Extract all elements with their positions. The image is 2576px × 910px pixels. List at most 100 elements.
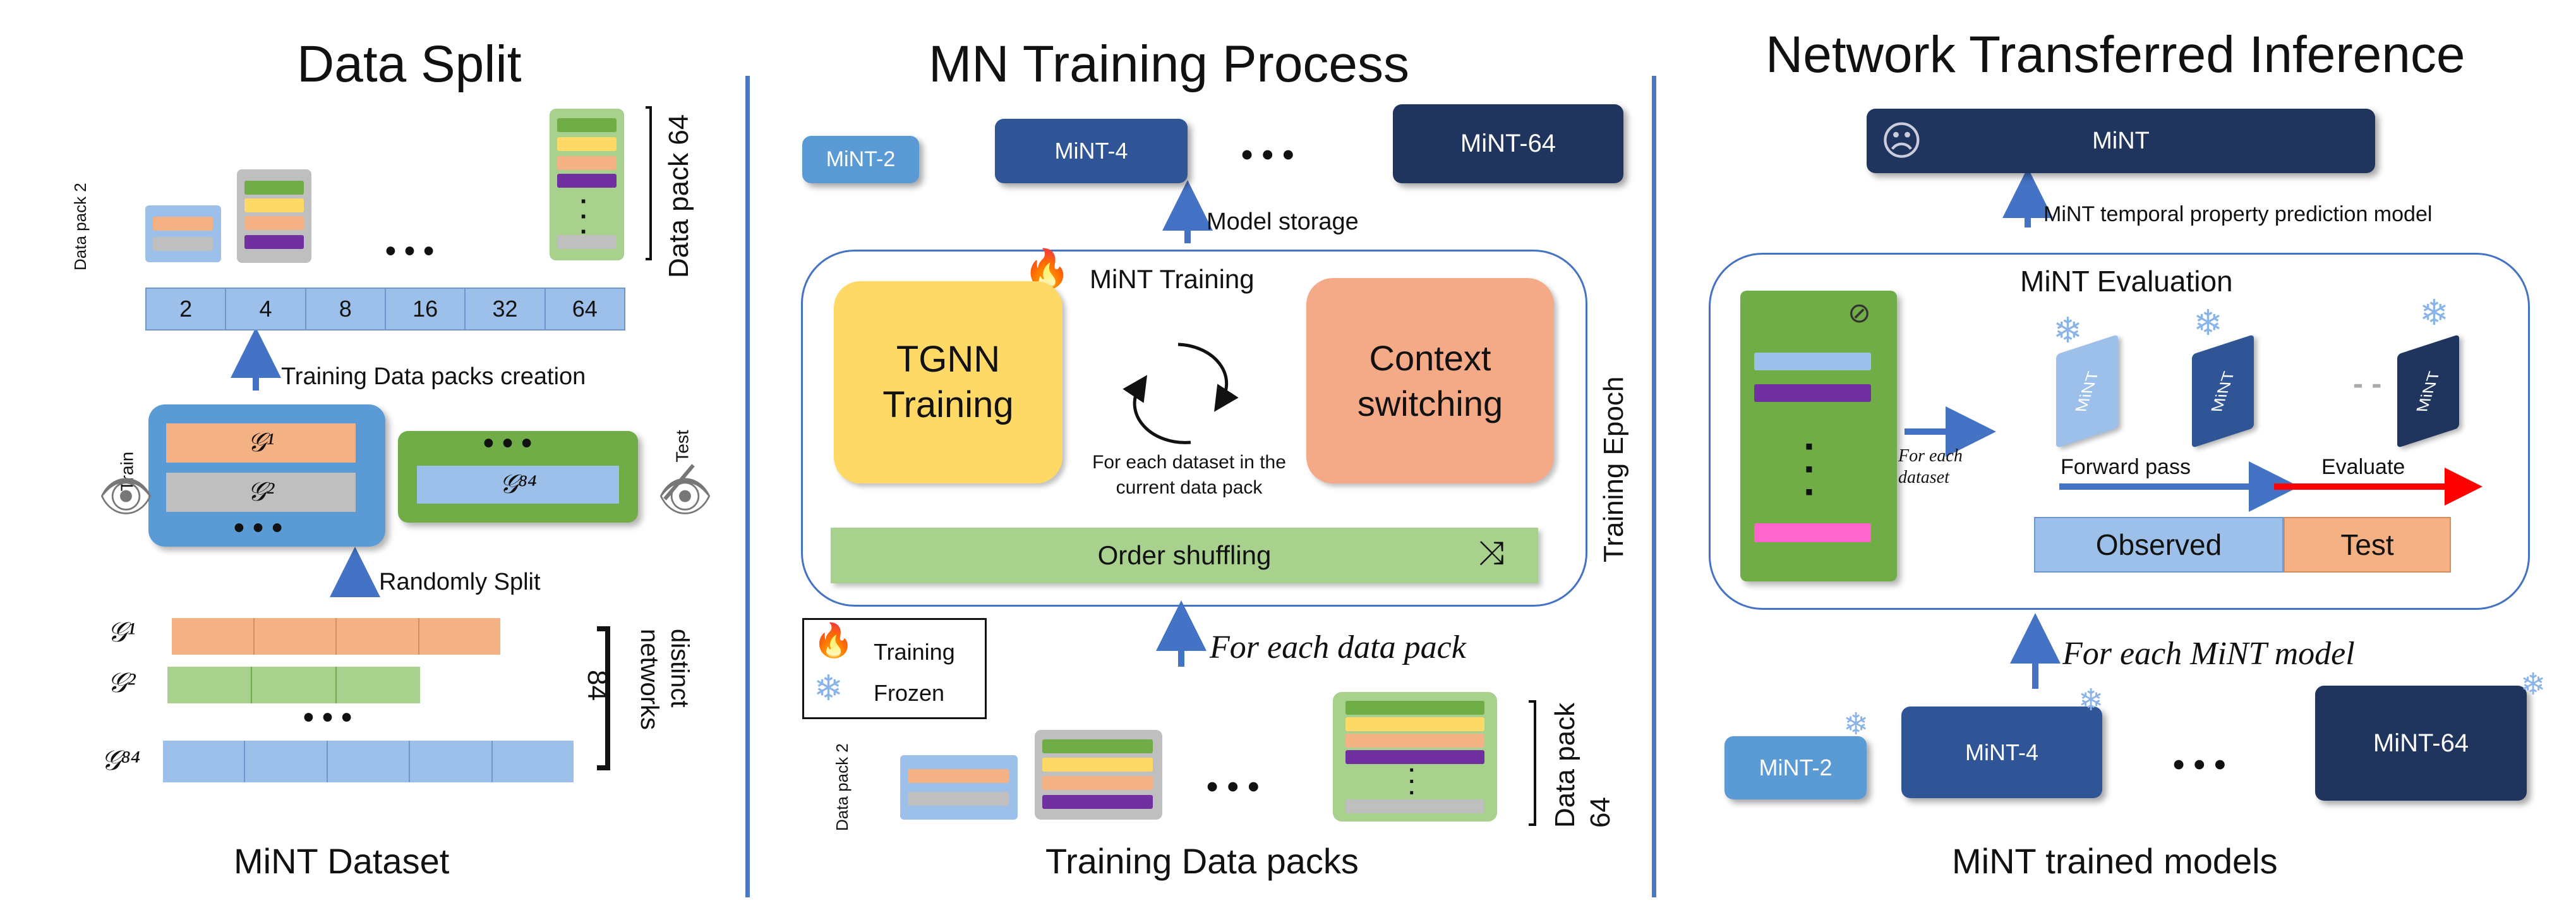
for-each-dataset-label: For each dataset (1898, 446, 1963, 487)
strip-gray (908, 792, 1009, 806)
legend-box: 🔥 Training ❄ Frozen (802, 618, 987, 719)
ellipsis: • • • (385, 234, 435, 268)
strip-yellow (244, 198, 304, 212)
arrow-split-label: Randomly Split (379, 569, 541, 595)
strip-purple (1042, 795, 1153, 809)
cycle-arrow-left (1122, 375, 1191, 444)
pack-2-box (145, 205, 221, 262)
graph-g84-bar (163, 741, 574, 782)
ellipsis: • • • (483, 427, 533, 460)
pack-size-cell: 2 (147, 289, 227, 329)
evaluation-box (1709, 253, 2530, 610)
distinct-count: 84 (582, 670, 613, 701)
order-shuffling-bar: Order shuffling (831, 528, 1538, 583)
pack64-bracket (646, 106, 652, 260)
trained-mint-4: MiNT-4 (1901, 707, 2102, 798)
graph-g1-bar (172, 618, 500, 655)
strip-green (557, 118, 617, 132)
arrow-creation-label: Training Data packs creation (281, 363, 586, 390)
training-caption: Training Data packs (1045, 841, 1359, 881)
mint-temporal-label: MiNT temporal property prediction model (2043, 202, 2433, 226)
brain-head-icon: ☹ (1881, 118, 1923, 164)
section-divider-left (745, 76, 750, 897)
test-box: • • • 𝒢⁸⁴ (398, 427, 638, 523)
snowflake-icon: ❄ (2193, 303, 2223, 343)
train-pack-2-label: Data pack 2 (833, 743, 852, 831)
context-switching-box: Context switching (1306, 278, 1554, 483)
fire-icon: 🔥 (813, 622, 854, 659)
shuffle-icon: ⤨ (1478, 535, 1505, 571)
train-pack-64: ··· (1333, 692, 1497, 822)
pack-4-box (237, 169, 311, 263)
dataset-stack: ⊘ ··· (1740, 291, 1897, 581)
training-loop-box (801, 250, 1587, 607)
strip-green (1345, 701, 1484, 715)
graph-g1-label: 𝒢¹ (107, 617, 136, 648)
strip-green (244, 181, 304, 195)
graph-g84-label: 𝒢⁸⁴ (101, 745, 140, 776)
model-storage-label: Model storage (1207, 209, 1359, 235)
strip-pink (1754, 523, 1871, 542)
train-pack-4 (1035, 730, 1162, 820)
ellipsis: • • • (234, 511, 283, 545)
snowflake-icon: ❄ (2419, 293, 2449, 332)
mint-model-label: MiNT (2092, 127, 2150, 154)
strip-purple (557, 174, 617, 188)
graph-g2-label: 𝒢² (107, 667, 136, 698)
strip-gray (557, 235, 617, 249)
strip-purple (1754, 384, 1871, 402)
strip-yellow (557, 137, 617, 151)
data-split-caption: MiNT Dataset (234, 841, 450, 881)
strip-orange (244, 216, 304, 230)
test-block: Test (2284, 517, 2451, 573)
for-each-model-label: For each MiNT model (2062, 636, 2355, 672)
vertical-dots: ··· (580, 188, 589, 246)
pack-size-bar: 2 4 8 16 32 64 (145, 288, 625, 331)
trained-mint-2: MiNT-2 (1724, 736, 1867, 799)
ellipsis: • • • (303, 701, 352, 734)
training-title: MN Training Process (929, 35, 1410, 93)
distinct-bracket (597, 626, 610, 770)
ellipsis: • • • (1207, 768, 1260, 805)
strip-gray (153, 237, 213, 251)
strip-yellow (1042, 758, 1153, 772)
legend-frozen: Frozen (874, 680, 945, 706)
snowflake-icon: ❄ (814, 668, 843, 708)
eye-icon: 👁 (98, 471, 154, 521)
pack-64-box: ··· (550, 109, 624, 260)
train-box: 𝒢¹ 𝒢² • • • (148, 404, 385, 547)
mint-model-bar: ☹ MiNT (1867, 109, 2375, 173)
pack-size-cell: 32 (466, 289, 546, 329)
graph-g2: 𝒢² (166, 473, 356, 512)
pack-size-cell: 16 (386, 289, 466, 329)
strip-purple (1345, 750, 1484, 764)
forward-pass-label: Forward pass (2061, 455, 2191, 479)
distinct-label: distinct networks (635, 629, 694, 731)
ellipsis: • • • (1241, 136, 1294, 173)
data-split-title: Data Split (297, 35, 522, 93)
strip-orange (1042, 776, 1153, 790)
pack-64-label: Data pack 64 (663, 114, 694, 278)
snowflake-icon: ❄ (1843, 708, 1869, 741)
card-label: MiNT (2412, 370, 2444, 413)
tgnn-training-box: TGNN Training (834, 281, 1062, 483)
strip-orange (908, 769, 1009, 783)
strip-gray (1345, 799, 1484, 813)
vertical-dots: ··· (1803, 423, 1817, 514)
observed-block: Observed (2034, 517, 2284, 573)
training-epoch-label: Training Epoch (1598, 376, 1629, 562)
snowflake-icon: ❄ (2053, 310, 2083, 350)
inference-title: Network Transferred Inference (1766, 26, 2465, 83)
trained-mint-64: MiNT-64 (2315, 686, 2527, 801)
graph-g84: 𝒢⁸⁴ (417, 466, 619, 504)
graph-g2-bar (167, 667, 420, 703)
pack-size-cell: 8 (306, 289, 386, 329)
pack-size-cell: 4 (226, 289, 306, 329)
train-pack64-bracket (1529, 700, 1536, 826)
card-label: MiNT (2071, 370, 2103, 413)
model-mint-64: MiNT-64 (1393, 104, 1623, 183)
cycle-caption: For each dataset in the current data pac… (1092, 452, 1286, 498)
model-mint-2: MiNT-2 (802, 136, 919, 183)
